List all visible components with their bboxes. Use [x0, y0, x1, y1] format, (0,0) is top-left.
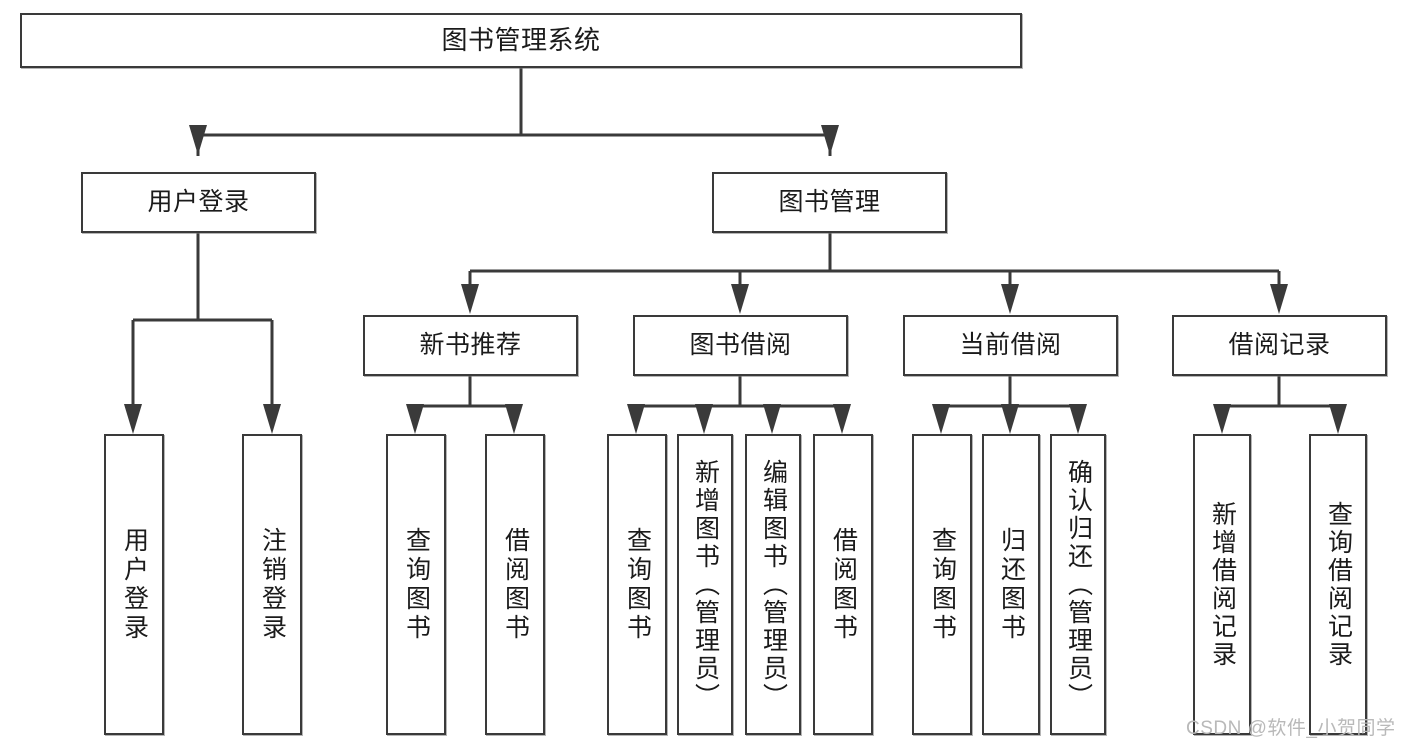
leaf-current-borrow-return-book[interactable]: 归还图书 — [982, 434, 1040, 735]
node-label: 归还图书 — [997, 526, 1026, 643]
node-current-borrow[interactable]: 当前借阅 — [903, 315, 1118, 376]
node-label: 新增图书（管理员） — [691, 458, 720, 711]
node-label: 编辑图书（管理员） — [759, 458, 788, 711]
node-label: 用户登录 — [120, 526, 149, 643]
node-label: 图书管理系统 — [441, 25, 601, 56]
leaf-current-borrow-confirm-return-admin[interactable]: 确认归还（管理员） — [1050, 434, 1106, 735]
node-label: 借阅图书 — [501, 526, 530, 643]
node-book-management[interactable]: 图书管理 — [712, 172, 947, 233]
node-user-login[interactable]: 用户登录 — [81, 172, 316, 233]
node-label: 查询图书 — [623, 526, 652, 643]
node-label: 查询借阅记录 — [1324, 500, 1353, 669]
node-label: 查询图书 — [402, 526, 431, 643]
leaf-borrow-record-query-record[interactable]: 查询借阅记录 — [1309, 434, 1367, 735]
node-label: 图书管理 — [778, 187, 881, 216]
leaf-new-book-borrow-book[interactable]: 借阅图书 — [485, 434, 545, 735]
node-label: 新书推荐 — [419, 330, 522, 359]
node-new-book-recommend[interactable]: 新书推荐 — [363, 315, 578, 376]
leaf-book-borrow-edit-book-admin[interactable]: 编辑图书（管理员） — [745, 434, 801, 735]
node-label: 用户登录 — [147, 187, 250, 216]
leaf-borrow-record-add-record[interactable]: 新增借阅记录 — [1193, 434, 1251, 735]
leaf-current-borrow-query-book[interactable]: 查询图书 — [912, 434, 972, 735]
node-book-borrow[interactable]: 图书借阅 — [633, 315, 848, 376]
node-label: 确认归还（管理员） — [1064, 458, 1093, 711]
leaf-book-borrow-query-book[interactable]: 查询图书 — [607, 434, 667, 735]
leaf-book-borrow-add-book-admin[interactable]: 新增图书（管理员） — [677, 434, 733, 735]
leaf-book-borrow-borrow-book[interactable]: 借阅图书 — [813, 434, 873, 735]
node-label: 注销登录 — [258, 526, 287, 643]
leaf-user-login-logout[interactable]: 注销登录 — [242, 434, 302, 735]
node-borrow-record[interactable]: 借阅记录 — [1172, 315, 1387, 376]
node-label: 当前借阅 — [959, 330, 1062, 359]
leaf-new-book-query-book[interactable]: 查询图书 — [386, 434, 446, 735]
node-label: 查询图书 — [928, 526, 957, 643]
node-label: 借阅图书 — [829, 526, 858, 643]
leaf-user-login-login[interactable]: 用户登录 — [104, 434, 164, 735]
csdn-watermark: CSDN @软件_小贺同学 — [1186, 718, 1396, 739]
node-label: 图书借阅 — [689, 330, 792, 359]
node-label: 新增借阅记录 — [1208, 500, 1237, 669]
node-root-book-management-system[interactable]: 图书管理系统 — [20, 13, 1022, 68]
node-label: 借阅记录 — [1228, 330, 1331, 359]
